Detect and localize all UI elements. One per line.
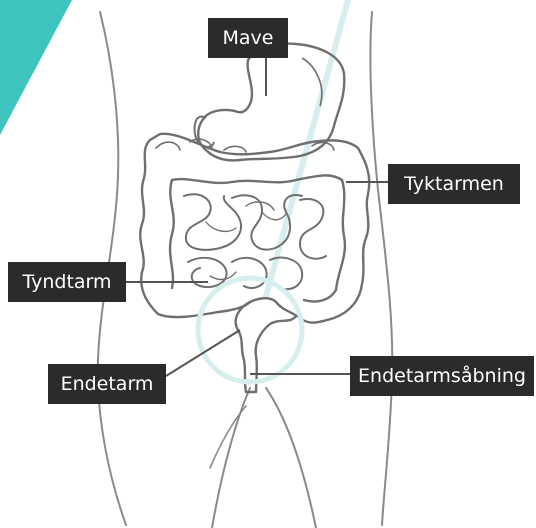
- label-colon: Tyktarmen: [388, 164, 520, 204]
- colon-shape: [140, 134, 369, 392]
- teal-corner-shape: [0, 0, 72, 135]
- label-small-intestine: Tyndtarm: [8, 262, 126, 302]
- label-rectum: Endetarm: [48, 364, 166, 404]
- label-stomach: Mave: [208, 18, 288, 58]
- small-intestine-shape: [184, 194, 326, 289]
- label-anus: Endetarmsåbning: [350, 356, 534, 396]
- label-connectors: [126, 58, 388, 376]
- highlight-circle: [198, 278, 302, 382]
